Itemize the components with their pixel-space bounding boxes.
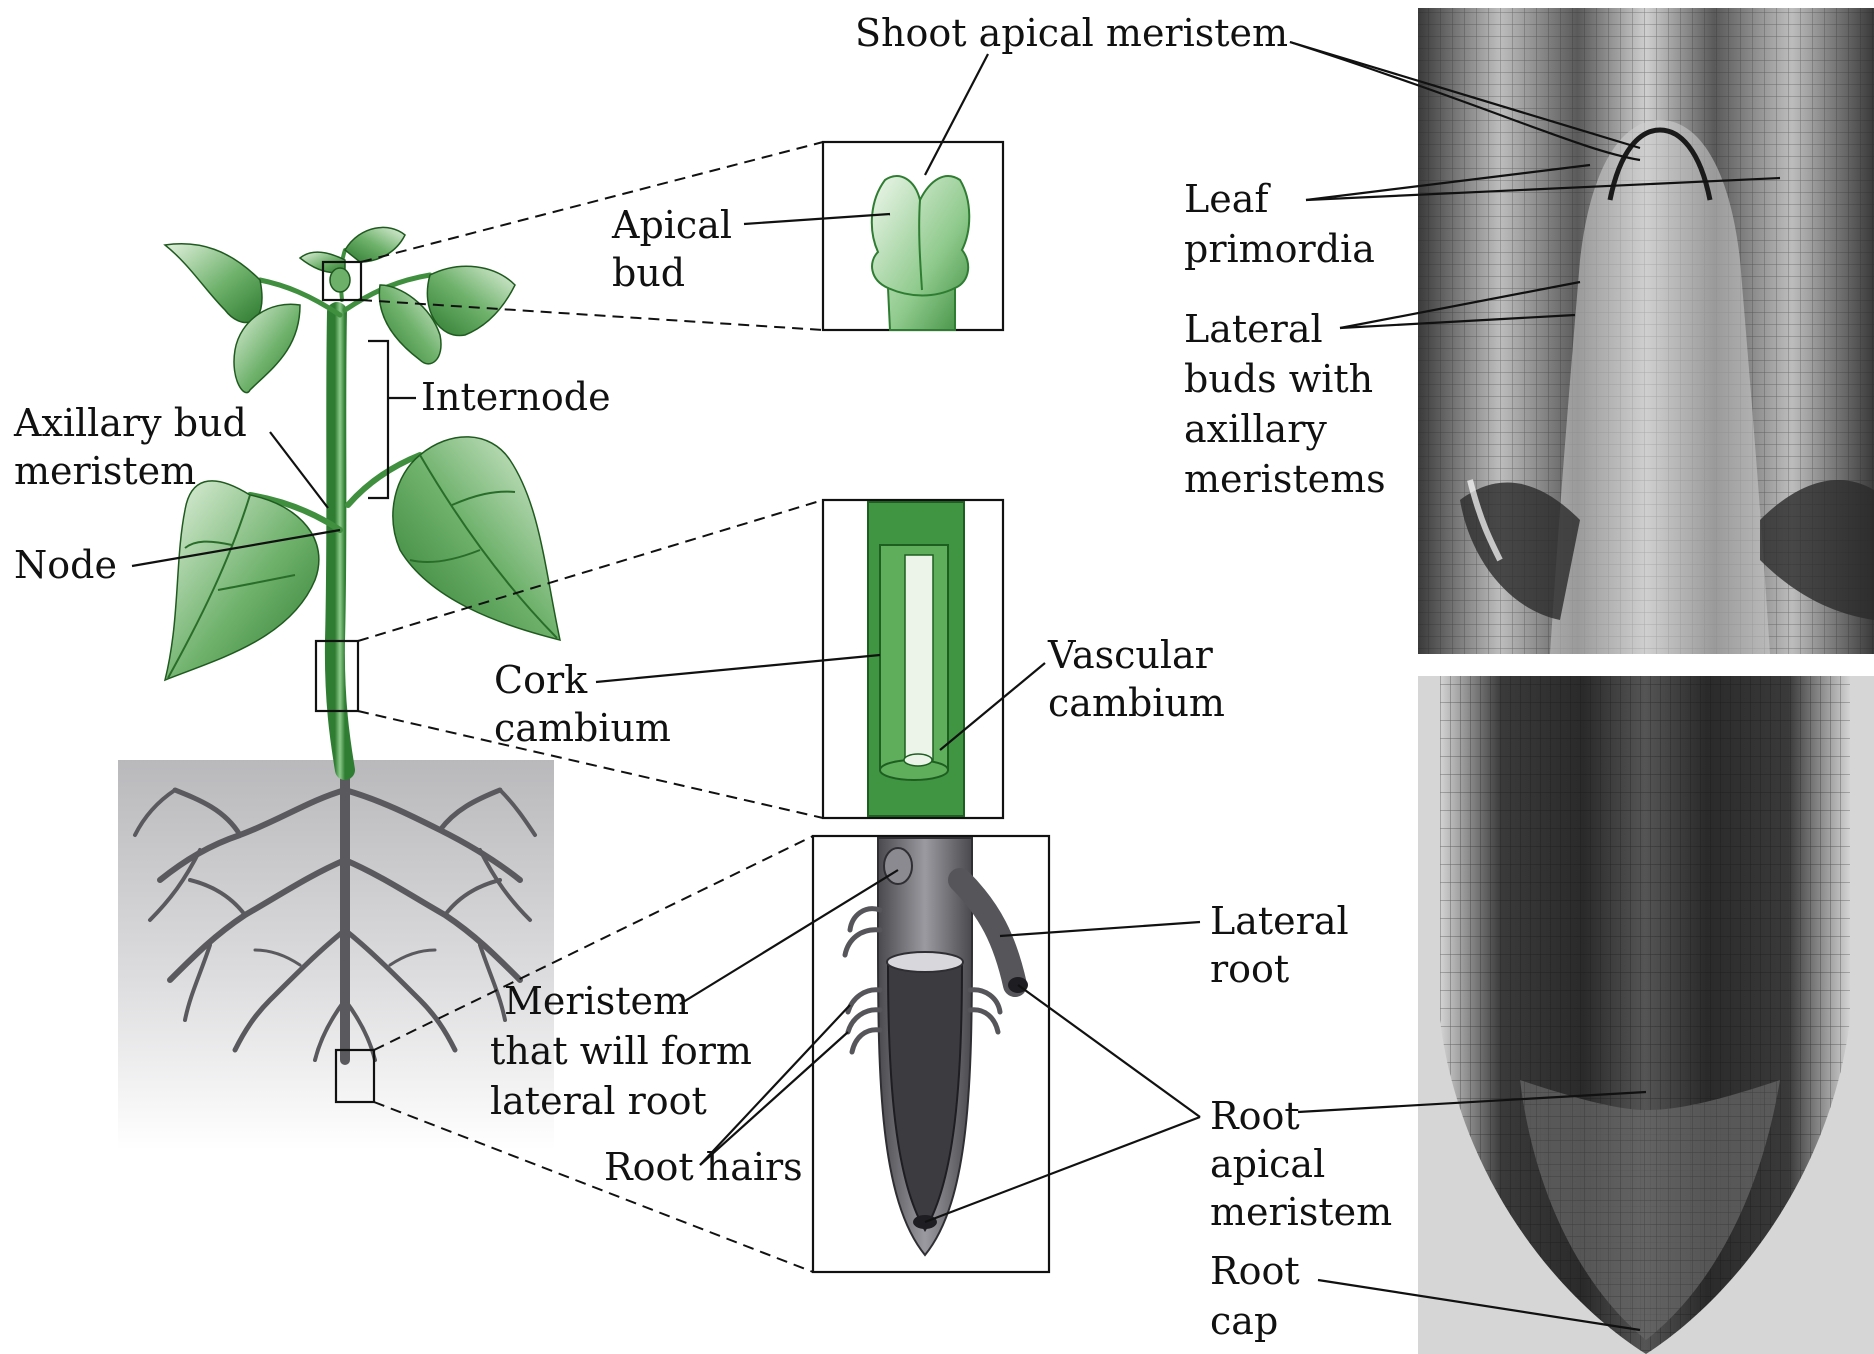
label-root-hairs: Root hairs	[604, 1145, 803, 1189]
label-axillary-bud-1: Axillary bud	[13, 401, 247, 445]
label-internode: Internode	[421, 375, 611, 419]
label-cork-cambium-1: Cork	[494, 658, 588, 702]
label-axillary-bud-2: meristem	[14, 449, 196, 493]
zoom-stem	[823, 500, 1003, 818]
leaf-upper-right	[427, 266, 515, 335]
label-leaf-primordia-1: Leaf	[1184, 177, 1271, 221]
micrograph-shoot	[1418, 8, 1874, 654]
label-vascular-cambium-2: cambium	[1048, 681, 1225, 725]
label-root-apical-meristem-1: Root	[1210, 1094, 1300, 1138]
micrograph-root	[1418, 676, 1874, 1354]
label-meristem-lateral-root-3: lateral root	[490, 1079, 707, 1123]
label-cork-cambium-2: cambium	[494, 706, 671, 750]
label-root-cap-2: cap	[1210, 1299, 1278, 1343]
label-shoot-apical-meristem: Shoot apical meristem	[855, 11, 1288, 55]
label-meristem-lateral-root-2: that will form	[490, 1029, 752, 1073]
label-lateral-buds-2: buds with	[1184, 357, 1373, 401]
label-lateral-root-1: Lateral	[1210, 899, 1349, 943]
label-node: Node	[14, 543, 117, 587]
zoom-apical-bud	[823, 142, 1003, 330]
label-leaf-primordia-2: primordia	[1184, 227, 1375, 271]
leaf-upper-left	[165, 244, 262, 323]
label-lateral-root-2: root	[1210, 947, 1289, 991]
leaf-lower-right	[393, 437, 560, 640]
label-vascular-cambium-1: Vascular	[1047, 633, 1214, 677]
label-lateral-buds-1: Lateral	[1184, 307, 1323, 351]
label-lateral-buds-3: axillary	[1184, 407, 1327, 451]
main-stem	[335, 312, 345, 770]
label-lateral-buds-4: meristems	[1184, 457, 1386, 501]
stem-section-pith	[905, 555, 933, 760]
leaf-top-small	[345, 227, 405, 262]
label-root-apical-meristem-2: apical	[1210, 1142, 1325, 1186]
label-apical-bud-1: Apical	[611, 203, 732, 247]
label-root-cap-1: Root	[1210, 1249, 1300, 1293]
label-meristem-lateral-root-1: Meristem	[504, 979, 689, 1023]
label-root-apical-meristem-3: meristem	[1210, 1190, 1392, 1234]
apical-bud-dot	[330, 268, 350, 292]
leaf-lower-left	[165, 481, 319, 680]
label-apical-bud-2: bud	[612, 251, 685, 295]
